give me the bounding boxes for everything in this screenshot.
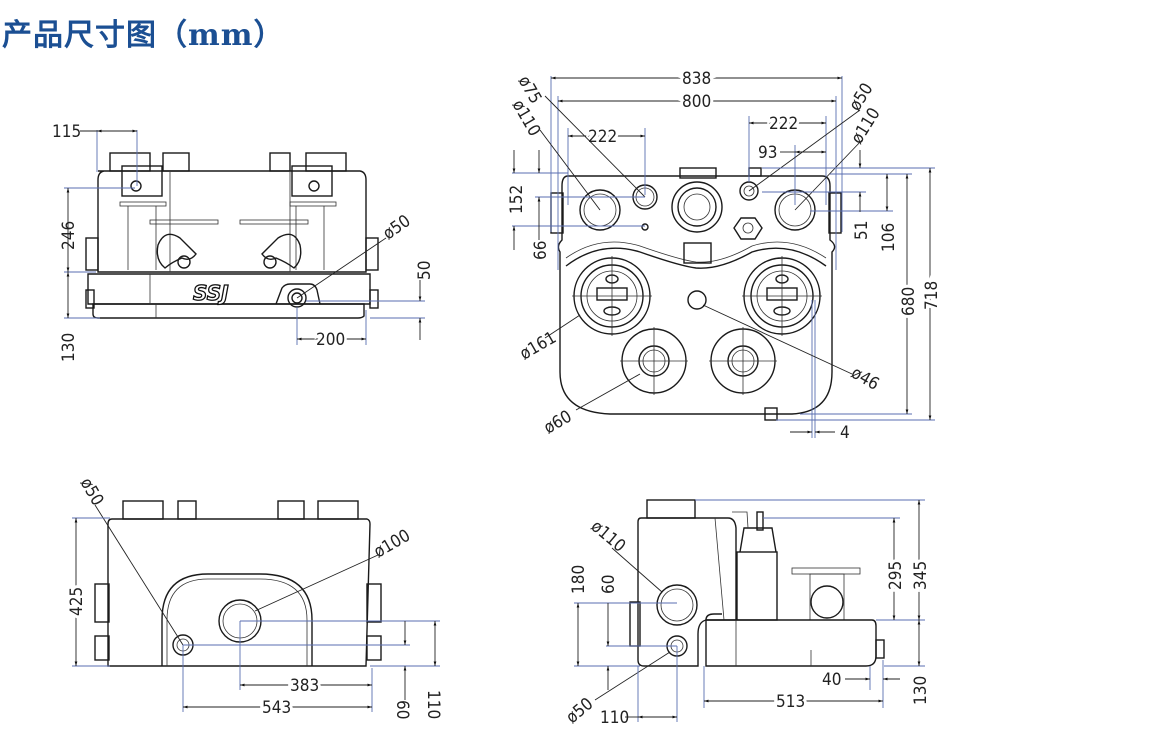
dim-rear-345: 345 bbox=[911, 561, 931, 590]
dim-side-110: 110 bbox=[423, 690, 443, 719]
dim-top-dia110-left: ø110 bbox=[508, 97, 545, 140]
dim-top-680: 680 bbox=[899, 287, 919, 316]
dim-side-425: 425 bbox=[67, 587, 87, 616]
dim-front-130: 130 bbox=[59, 333, 79, 362]
front-view: SSJ 115 246 130 ø50 50 200 bbox=[52, 122, 435, 362]
dim-rear-60: 60 bbox=[599, 575, 619, 594]
dim-side-dia100: ø100 bbox=[371, 526, 414, 563]
dim-rear-dia110: ø110 bbox=[587, 517, 629, 557]
dim-top-718: 718 bbox=[922, 281, 942, 310]
dim-side-dia50: ø50 bbox=[76, 475, 108, 510]
dim-top-51: 51 bbox=[852, 221, 872, 240]
dim-rear-40: 40 bbox=[822, 670, 841, 690]
top-view: 838 800 222 222 93 ø75 ø110 ø50 ø110 152… bbox=[507, 66, 945, 443]
dim-top-dia46: ø46 bbox=[848, 363, 883, 395]
dim-top-dia110-right: ø110 bbox=[847, 104, 884, 147]
dim-top-106: 106 bbox=[879, 223, 899, 252]
dim-top-838: 838 bbox=[682, 69, 711, 89]
dim-top-152: 152 bbox=[507, 185, 527, 214]
dim-rear-295: 295 bbox=[886, 561, 906, 590]
dim-rear-513: 513 bbox=[776, 692, 805, 712]
dim-rear-dia50: ø50 bbox=[562, 694, 597, 728]
dim-front-200: 200 bbox=[316, 330, 345, 350]
dim-top-dia161: ø161 bbox=[517, 328, 560, 365]
dim-rear-110: 110 bbox=[600, 708, 629, 728]
dim-side-383: 383 bbox=[290, 676, 319, 696]
dim-front-50: 50 bbox=[415, 261, 435, 280]
dim-side-543: 543 bbox=[262, 698, 291, 718]
dim-top-4: 4 bbox=[840, 423, 850, 443]
dim-rear-180: 180 bbox=[569, 565, 589, 594]
dim-front-246: 246 bbox=[59, 221, 79, 250]
rear-view: ø110 ø50 180 60 295 345 130 110 513 40 bbox=[562, 499, 934, 728]
dim-front-115: 115 bbox=[52, 122, 81, 142]
dim-rear-130: 130 bbox=[911, 676, 931, 705]
dim-top-66: 66 bbox=[531, 241, 551, 260]
brand-logo: SSJ bbox=[193, 281, 229, 305]
dim-top-dia60: ø60 bbox=[541, 407, 576, 439]
page-title: 产品尺寸图（mm） bbox=[2, 18, 285, 53]
dim-side-60: 60 bbox=[392, 700, 412, 719]
dim-top-800: 800 bbox=[682, 92, 711, 112]
dim-top-93: 93 bbox=[758, 143, 777, 163]
side-view: ø50 ø100 425 60 110 383 543 bbox=[64, 475, 443, 722]
pump-left bbox=[572, 256, 652, 336]
dim-top-222-right: 222 bbox=[769, 114, 798, 134]
pump-right bbox=[742, 256, 822, 336]
dim-top-222-left: 222 bbox=[588, 127, 617, 147]
